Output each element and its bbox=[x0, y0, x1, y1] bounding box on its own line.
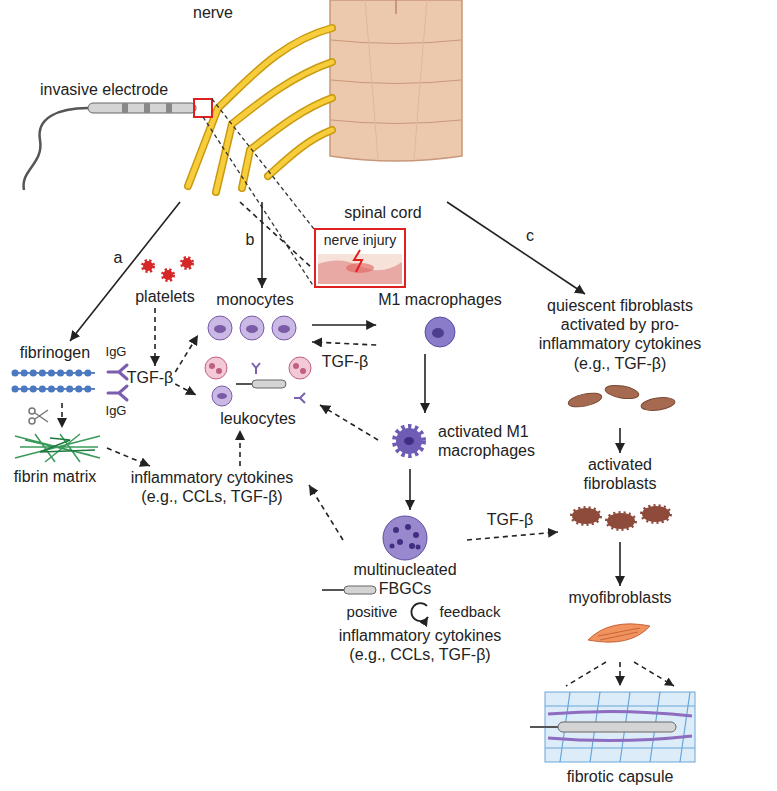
connector bbox=[107, 448, 150, 466]
connector bbox=[312, 324, 376, 326]
cytokine-label: inflammatory cytokines (e.g., CCLs, TGF-… bbox=[117, 468, 307, 506]
connector bbox=[239, 430, 241, 466]
fibroblast-icons bbox=[567, 383, 676, 412]
cytokine-label: TGF-β bbox=[127, 368, 174, 387]
part-label: spinal cord bbox=[344, 203, 421, 222]
node-text: inflammatory cytokines (e.g., CCLs, TGF-… bbox=[117, 468, 307, 506]
edge-label: TGF-β bbox=[485, 510, 536, 529]
connector bbox=[61, 403, 63, 428]
edge-label: TGF-β bbox=[320, 352, 371, 371]
connector bbox=[154, 308, 156, 366]
connector bbox=[175, 384, 196, 395]
connector bbox=[619, 662, 621, 686]
connector bbox=[261, 202, 263, 288]
cell-label: activated M1 macrophages bbox=[380, 415, 563, 467]
node-text: invasive electrode bbox=[40, 80, 168, 99]
loop-label: positive bbox=[347, 603, 398, 621]
component-label: fibrin matrix bbox=[5, 430, 105, 486]
macrophage-icon bbox=[425, 317, 455, 347]
antibody-label: IgG bbox=[106, 344, 127, 360]
feedback-loop bbox=[411, 603, 428, 621]
spread-arrow bbox=[566, 662, 674, 686]
injury-tissue bbox=[318, 250, 402, 284]
antibody-label: IgG bbox=[106, 403, 127, 419]
connector bbox=[70, 202, 180, 341]
node-text: quiescent fibroblasts activated by pro-i… bbox=[530, 296, 710, 373]
node-text: activated M1 macrophages bbox=[438, 422, 563, 460]
node-text: activated fibroblasts bbox=[573, 455, 668, 493]
node-text: myofibroblasts bbox=[568, 588, 671, 607]
connector bbox=[424, 354, 426, 413]
edge-label: b bbox=[244, 230, 257, 249]
platelet-icons bbox=[143, 258, 192, 280]
monocyte-icons bbox=[208, 316, 296, 340]
edge-label: a bbox=[112, 248, 125, 267]
loop-label: feedback bbox=[440, 603, 501, 621]
cell-label: M1 macrophages bbox=[378, 290, 502, 352]
node-text: fibrin matrix bbox=[14, 467, 97, 486]
node-text: leukocytes bbox=[220, 409, 296, 428]
connector bbox=[619, 542, 621, 586]
capsule-icon bbox=[530, 692, 695, 762]
connector bbox=[175, 335, 198, 372]
cell-label: multinucleated FBGCs bbox=[345, 512, 465, 598]
node-text: inflammatory cytokines (e.g., CCLs, TGF-… bbox=[325, 626, 515, 664]
node-text: platelets bbox=[135, 287, 195, 306]
connector bbox=[309, 485, 343, 540]
node-text: nerve injury bbox=[324, 232, 396, 249]
connector bbox=[409, 469, 411, 510]
nerve-fibers bbox=[188, 28, 332, 192]
node-text: fibrotic capsule bbox=[567, 767, 674, 786]
cell-label: quiescent fibroblasts activated by pro-i… bbox=[530, 296, 710, 426]
activated-fibroblast-icons bbox=[572, 506, 670, 529]
zoom-line bbox=[203, 99, 314, 287]
cytokine-label: inflammatory cytokines (e.g., CCLs, TGF-… bbox=[325, 626, 515, 664]
edge-label: c bbox=[524, 226, 536, 245]
scissors-icon bbox=[29, 408, 48, 424]
fibrinogen-icons bbox=[15, 365, 127, 400]
connector bbox=[312, 342, 376, 345]
cell-label: monocytes bbox=[200, 290, 310, 345]
node-text: multinucleated FBGCs bbox=[345, 560, 465, 598]
node-text: fibrinogen bbox=[20, 343, 90, 362]
activated-macrophage-icon bbox=[396, 428, 422, 454]
connector bbox=[467, 532, 558, 540]
spinal-cord bbox=[330, 0, 462, 161]
node-text: TGF-β bbox=[127, 368, 174, 387]
myofibroblast-icon bbox=[588, 624, 650, 642]
structure-label: fibrotic capsule bbox=[540, 688, 700, 786]
component-label: fibrinogen bbox=[5, 343, 105, 401]
connector bbox=[320, 405, 378, 440]
cell-label: platelets bbox=[130, 258, 200, 306]
connector bbox=[447, 202, 585, 294]
node-text: monocytes bbox=[216, 290, 293, 309]
electrode bbox=[24, 99, 212, 190]
cell-label: myofibroblasts bbox=[565, 588, 675, 660]
part-label: nerve bbox=[193, 3, 233, 22]
connector bbox=[619, 428, 621, 453]
inset-box: nerve injury bbox=[314, 228, 406, 288]
fibrin-mesh bbox=[15, 434, 100, 462]
connector bbox=[240, 202, 312, 268]
implant-region: invasive electrode bbox=[30, 76, 470, 200]
node-text: M1 macrophages bbox=[378, 290, 502, 309]
cell-label: activated fibroblasts bbox=[560, 455, 680, 540]
cell-label: leukocytes bbox=[198, 348, 318, 428]
leukocyte-icons bbox=[205, 357, 311, 406]
